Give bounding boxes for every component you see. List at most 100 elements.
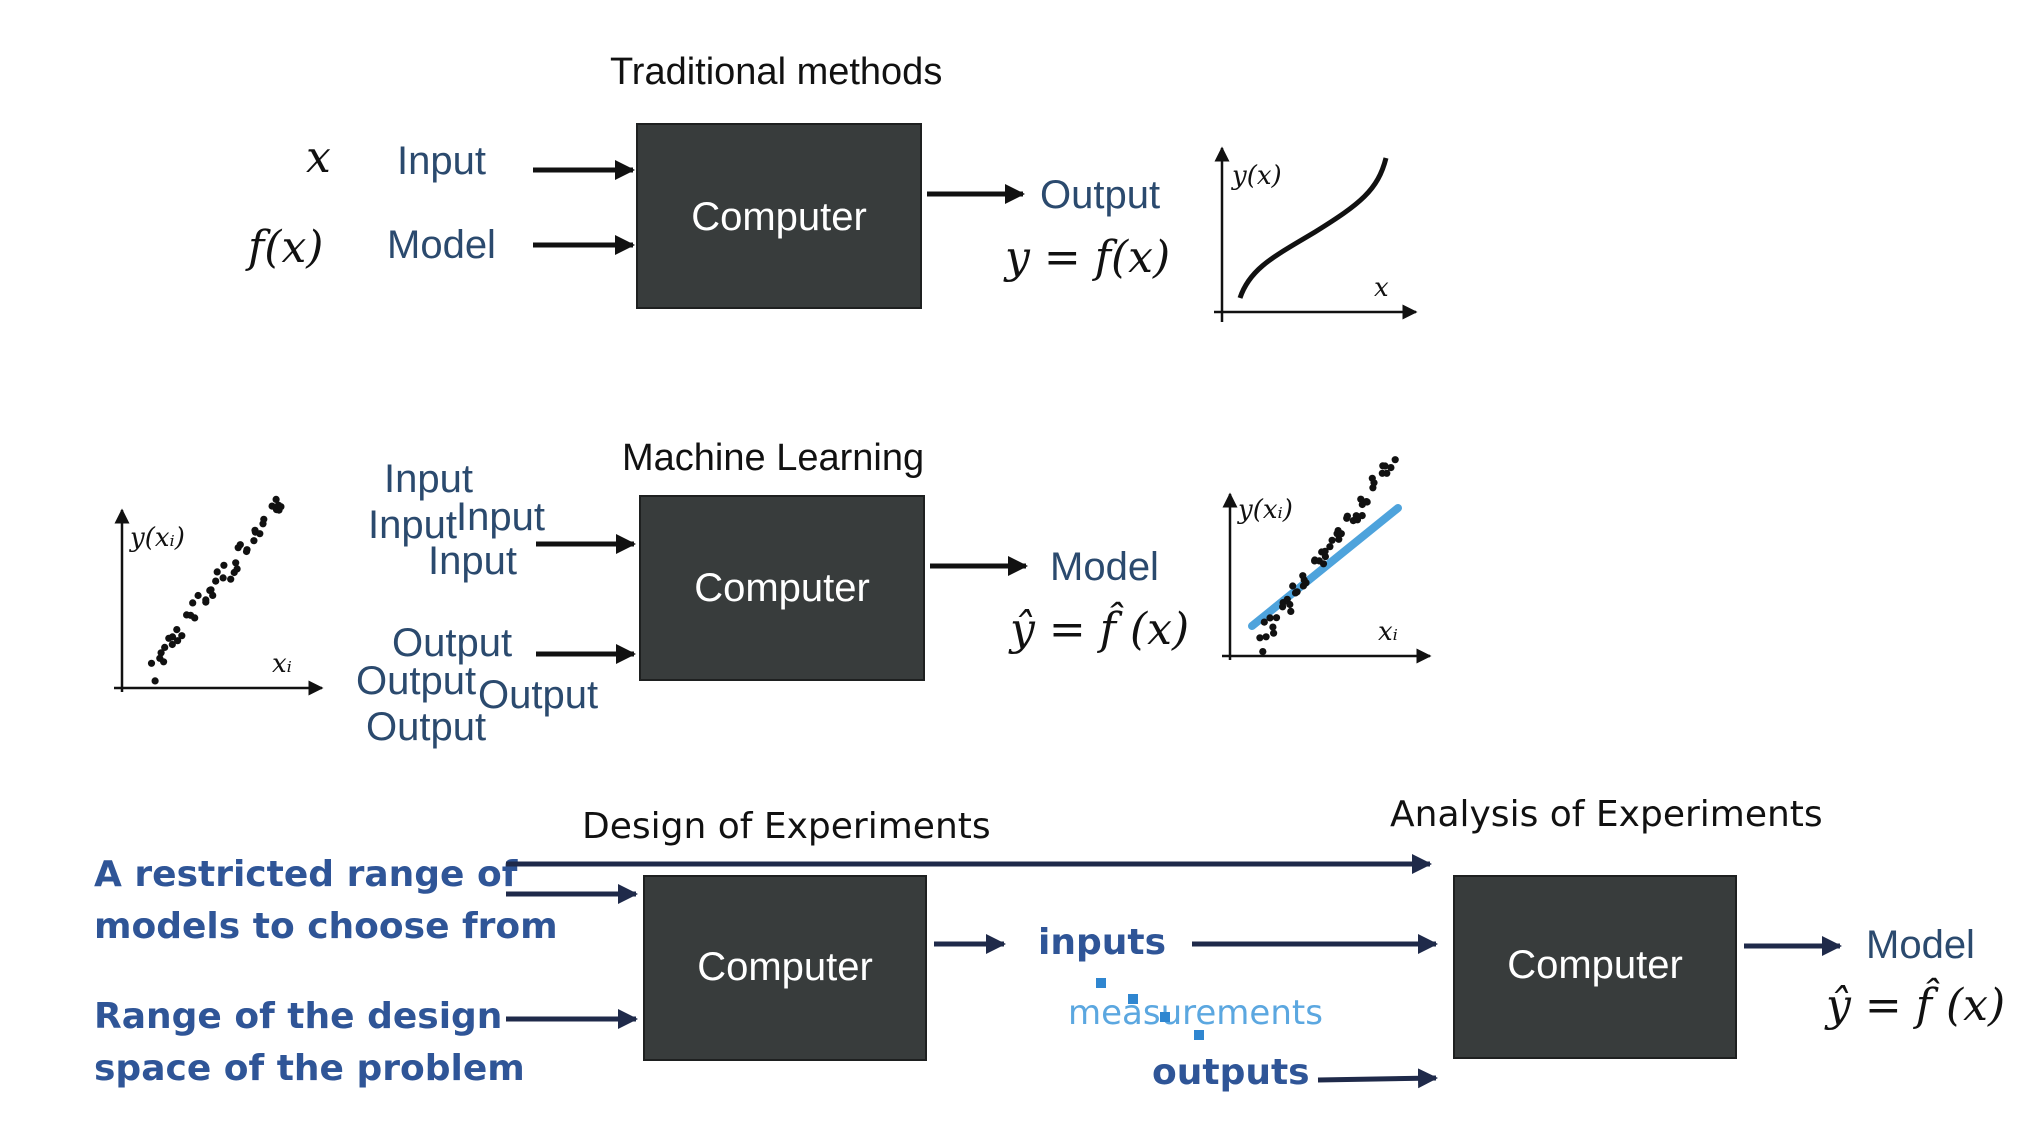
experiments-section: Design of Experiments Analysis of Experi… (94, 794, 2005, 1093)
scatter-point (213, 568, 221, 576)
scatter-point (1289, 582, 1297, 590)
traditional-computer-label: Computer (691, 195, 867, 239)
outputs-label: outputs (1152, 1052, 1310, 1093)
ml-input-label-2: Input (368, 503, 457, 547)
scatter-point (233, 565, 241, 573)
scatter-point (1370, 479, 1378, 487)
design-computer-label: Computer (697, 945, 873, 989)
measurement-dot (1128, 994, 1138, 1004)
scatter-point (1319, 560, 1328, 568)
scatter-point (189, 599, 197, 607)
measurement-dot (1194, 1030, 1204, 1040)
scatter-point (232, 559, 240, 567)
traditional-curve-graph: y(x) x (1214, 146, 1418, 322)
analysis-model-equation: ŷ = f̂ (x) (1824, 976, 2005, 1031)
ml-input-label-3: Input (456, 495, 545, 539)
scatter-point (168, 640, 176, 649)
analysis-computer-label: Computer (1507, 943, 1683, 987)
design-space-line-1: Range of the design (94, 996, 502, 1037)
ml-output-label-3: Output (478, 673, 598, 717)
scatter-point (1337, 530, 1345, 538)
input-label: Input (397, 139, 486, 183)
scatter-point (1291, 589, 1300, 597)
ml-model-equation: ŷ = f̂ (x) (1008, 600, 1189, 655)
scatter-point (259, 520, 267, 528)
traditional-response-curve (1237, 157, 1389, 299)
scatter-point (1383, 469, 1391, 477)
scatter-point (1299, 572, 1307, 580)
scatter-point (242, 547, 251, 556)
scatter-point (174, 637, 182, 645)
scatter-point (151, 677, 159, 685)
analysis-model-label: Model (1866, 923, 1975, 967)
model-label: Model (387, 223, 496, 267)
scatter-point (1381, 462, 1389, 470)
scatter-point (161, 643, 169, 652)
scatter-point (256, 530, 264, 538)
analysis-computer-box (1453, 875, 1737, 1059)
scatter-point (1335, 535, 1343, 543)
analysis-title: Analysis of Experiments (1390, 794, 1823, 835)
scatter-point (272, 495, 280, 503)
scatter-point (191, 614, 199, 622)
ml-model-label: Model (1050, 545, 1159, 589)
scatter-point (1272, 614, 1281, 622)
traditional-output-label: Output (1040, 173, 1160, 217)
traditional-section: Traditional methods x Input f(x) Model C… (245, 51, 1418, 322)
ml-right-graph-y-label: y(xᵢ) (1237, 495, 1293, 525)
scatter-point (178, 632, 186, 640)
scatter-point (173, 626, 181, 634)
scatter-point (250, 537, 258, 545)
scatter-point (1391, 456, 1399, 464)
scatter-point (1328, 536, 1336, 544)
scatter-point (1286, 600, 1294, 609)
scatter-point (1270, 629, 1278, 637)
scatter-point (194, 591, 202, 600)
ml-left-graph-y-label: y(xᵢ) (129, 523, 185, 553)
ml-right-graph-x-label: xᵢ (1378, 617, 1398, 647)
scatter-point (1260, 618, 1268, 626)
ml-left-scatter-points (147, 495, 285, 685)
restricted-range-line-1: A restricted range of (94, 854, 518, 895)
ml-left-graph-x-label: xᵢ (272, 649, 292, 679)
traditional-computer-box (636, 123, 922, 309)
scatter-point (157, 649, 165, 657)
scatter-point (1256, 634, 1264, 642)
scatter-point (1353, 516, 1362, 524)
inputs-label: inputs (1038, 922, 1166, 963)
scatter-point (227, 575, 235, 583)
scatter-point (220, 561, 228, 569)
scatter-point (1269, 623, 1277, 631)
scatter-point (1363, 498, 1371, 506)
scatter-point (1287, 607, 1295, 616)
machine-learning-section: Machine Learning y(xᵢ) xᵢ Input Input In… (114, 437, 1432, 749)
ml-computer-label: Computer (694, 566, 870, 610)
scatter-point (1262, 633, 1270, 641)
outputs-to-analysis-arrow (1317, 1068, 1438, 1089)
scatter-point (1358, 511, 1366, 520)
scatter-point (219, 574, 227, 582)
measurement-dot (1096, 978, 1106, 988)
input-symbol: x (306, 132, 331, 183)
scatter-point (1266, 614, 1274, 622)
measurement-dot (1160, 1012, 1170, 1022)
restricted-range-line-2: models to choose from (94, 906, 558, 947)
measurements-label: measurements (1068, 993, 1323, 1033)
scatter-point (202, 598, 210, 606)
scatter-point (1302, 579, 1310, 587)
scatter-point (1387, 464, 1395, 472)
scatter-point (1259, 648, 1267, 656)
ml-training-data-graph: y(xᵢ) xᵢ (114, 495, 324, 696)
scatter-point (1343, 512, 1351, 520)
design-computer-box (643, 875, 927, 1061)
traditional-title: Traditional methods (610, 51, 942, 93)
traditional-graph-x-label: x (1374, 273, 1389, 303)
scatter-point (1321, 547, 1329, 555)
measurement-dots (1096, 978, 1204, 1040)
scatter-point (212, 577, 220, 585)
ml-input-label-1: Input (384, 457, 473, 501)
ml-title: Machine Learning (622, 437, 924, 479)
model-symbol: f(x) (245, 222, 323, 273)
ml-output-label-2: Output (356, 659, 476, 703)
